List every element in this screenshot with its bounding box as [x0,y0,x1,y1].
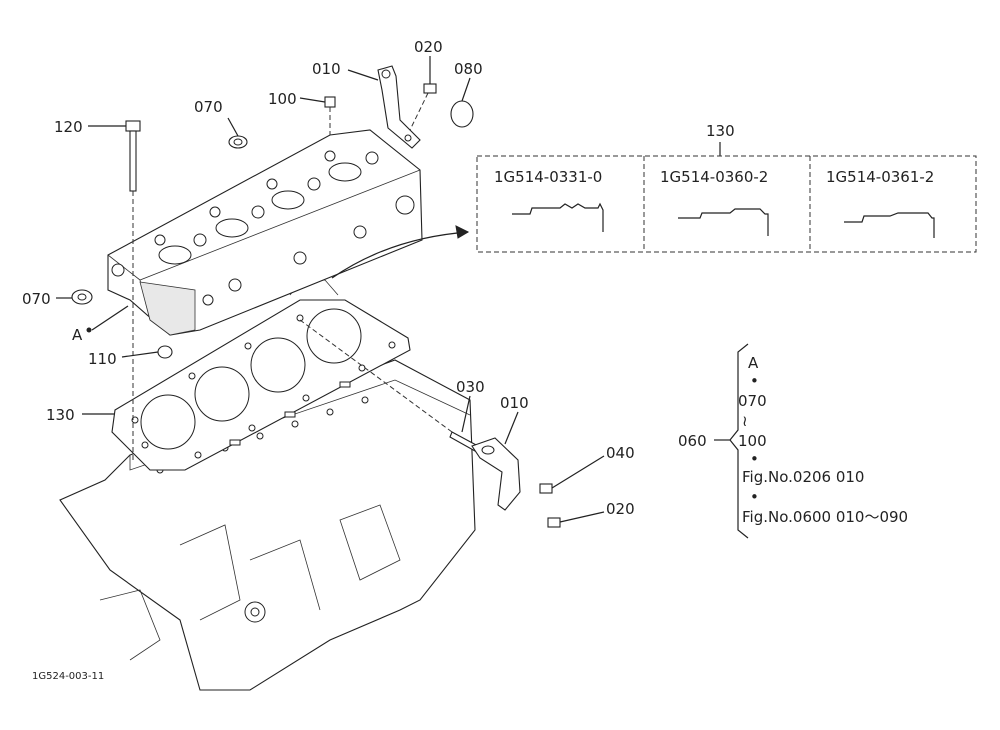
set-note-line-7: Fig.No.0206 010 [742,468,864,486]
callout-080: 080 [454,60,483,78]
gasket-variant-2: 1G514-0360-2 [660,168,768,186]
callout-070-top: 070 [194,98,223,116]
bolt-020-top [409,83,437,131]
set-note-line-2: • [750,372,759,390]
gasket-profile-1 [512,202,604,232]
gasket-holes [131,314,396,459]
bolt-120 [125,120,141,460]
set-note-line-1: A [748,354,759,372]
gasket-variant-1: 1G514-0331-0 [494,168,602,186]
drawing-number: 1G524-003-11 [32,671,104,682]
set-note-line-4: ≀ [742,412,748,430]
seal-070-left [71,289,93,305]
gasket-table-frame [476,155,977,253]
plug-110 [157,345,173,359]
hanger-010-bottom [471,437,521,511]
cylinder-block [59,359,476,691]
head-ports [111,150,415,306]
callout-020-top: 020 [414,38,443,56]
bore-4 [306,308,362,364]
plug-100 [324,96,336,135]
callout-labels: 120 070 100 010 020 080 070 A 110 130 03… [22,38,635,518]
leader-lines [56,56,605,523]
gasket-variant-table: 130 1G514-0331-0 1G514-0360-2 1G514-0361… [476,122,977,253]
callout-030: 030 [456,378,485,396]
callout-120: 120 [54,118,83,136]
bolt-020-bottom [547,517,561,528]
detail-arrow [331,231,469,279]
set-note-line-6: • [750,450,759,468]
callout-070-left: 070 [22,290,51,308]
gasket-variant-3: 1G514-0361-2 [826,168,934,186]
set-note-group-code: 060 [678,432,707,450]
set-note: 060 A • 070 ≀ 100 • Fig.No.0206 010 • Fi… [678,343,908,539]
set-note-line-3: 070 [738,392,767,410]
hanger-010-top [377,65,421,149]
callout-110: 110 [88,350,117,368]
callout-130-left: 130 [46,406,75,424]
seal-070-top [228,135,248,149]
callout-040: 040 [606,444,635,462]
callout-a: A [72,326,83,344]
head-gasket [111,279,411,471]
bore-3 [250,337,306,393]
cap-080 [450,100,474,128]
gasket-profile-3 [844,212,935,238]
gasket-profile-2 [678,208,769,236]
callout-020-bottom: 020 [606,500,635,518]
set-note-line-5: 100 [738,432,767,450]
callout-010-top: 010 [312,60,341,78]
set-note-line-8: • [750,488,759,506]
bore-2 [194,366,250,422]
cylinder-head [107,129,423,336]
bore-1 [140,394,196,450]
bolt-040 [539,483,553,494]
gasket-table-title: 130 [706,122,735,140]
callout-010-bottom: 010 [500,394,529,412]
set-note-line-9: Fig.No.0600 010～090 [742,508,908,526]
callout-a-dot [86,327,92,333]
callout-100: 100 [268,90,297,108]
